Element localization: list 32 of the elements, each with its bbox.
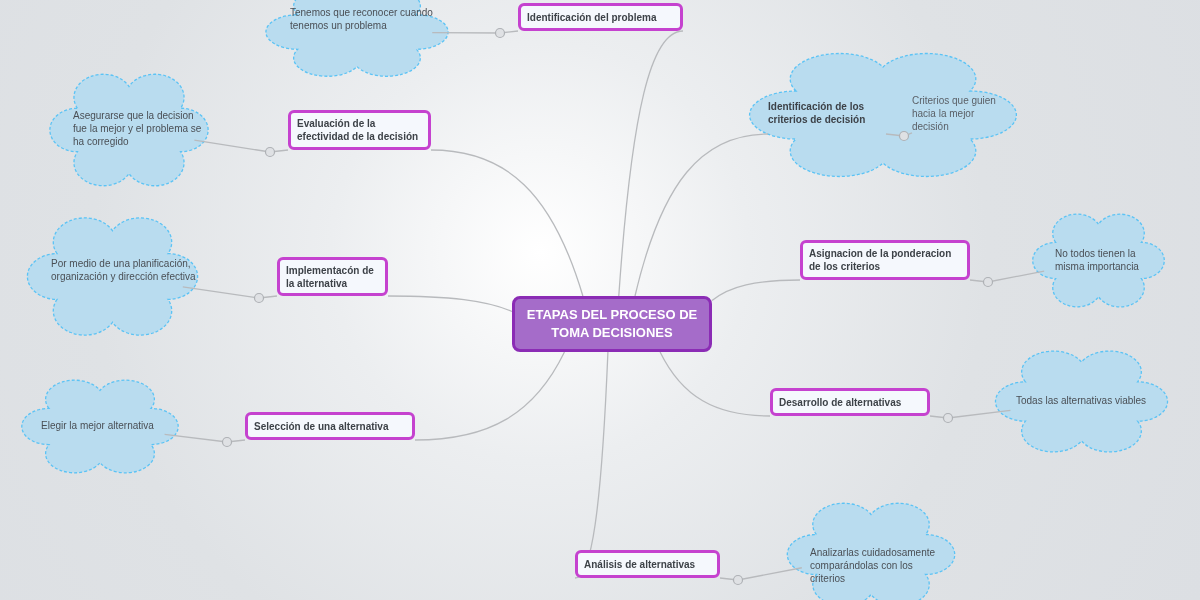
connector-line xyxy=(163,433,246,443)
note-text: Criterios que guien hacia la mejor decisión xyxy=(912,94,998,138)
note-text: Tenemos que reconocer cuando tenemos un problema xyxy=(290,6,434,32)
note-text: Elegir la mejor alternativa xyxy=(41,419,155,432)
note-text: No todos tienen la misma importancia xyxy=(1055,247,1140,273)
note-text: Todas las alternativas viables xyxy=(1016,394,1148,407)
connector-line xyxy=(387,295,513,313)
topic-text: Identificación de los criterios de decisión xyxy=(768,100,886,134)
connector-line xyxy=(430,149,584,297)
topic-box: Implementacón de la alternativa xyxy=(277,257,388,296)
connector-line xyxy=(969,270,1045,283)
topic-box: Análisis de alternativas xyxy=(575,550,720,578)
note-text: Asegurarse que la decision fue la mejor y el problema se ha corregido xyxy=(73,109,203,148)
topic-box: Asignacion de la ponderacion de los criterios xyxy=(800,240,970,280)
topic-box: Identificación del problema xyxy=(518,3,683,31)
connector-line xyxy=(414,351,566,441)
topic-box: Desarrollo de alternativas xyxy=(770,388,930,416)
note-text: Analizarlas cuidadosamente comparándolas con los criterios xyxy=(810,546,937,585)
connector-line xyxy=(659,351,771,417)
connector-line xyxy=(711,279,801,302)
topic-box: Evaluación de la efectividad de la decisión xyxy=(288,110,431,150)
topic-box: Selección de una alternativa xyxy=(245,412,415,440)
connector-line xyxy=(193,139,289,153)
central-topic-box: ETAPAS DEL PROCESO DE TOMA DECISIONES xyxy=(512,296,712,352)
note-text: Por medio de una planificación, organización y dirección efectiva xyxy=(51,257,197,283)
connector-line xyxy=(634,133,769,297)
connector-line xyxy=(618,30,684,297)
connector-line xyxy=(719,567,803,581)
connector-line xyxy=(929,409,1012,419)
connector-line xyxy=(182,286,278,299)
connector-line xyxy=(431,30,519,34)
connector-line xyxy=(885,132,913,137)
